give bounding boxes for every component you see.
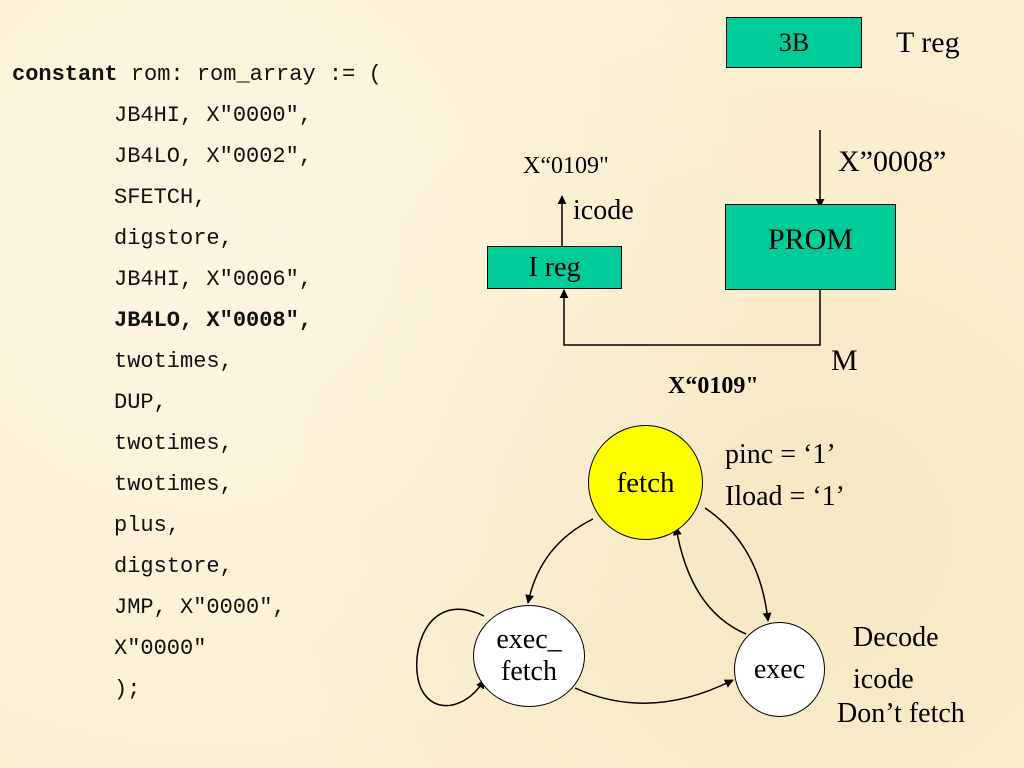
icode-label: icode [573,195,634,226]
treg-box: 3B [726,17,862,68]
transition-exec-fetch-self-loop [416,608,485,707]
icode-value-label: X“0109" [523,153,609,179]
exec-note-icode: icode [853,664,914,695]
code-line: X"0000" [114,636,207,661]
treg-value: 3B [778,27,810,57]
code-line: ); [114,677,141,702]
state-exec-label: exec [753,653,806,685]
ireg-box: I reg [487,246,622,289]
code-header: constant rom: rom_array := ( [12,64,382,86]
code-line: JB4HI, X"0000", [114,103,313,128]
keyword-constant: constant [12,62,118,87]
code-line: plus, [114,513,181,538]
code-line: SFETCH, [114,185,207,210]
state-exec-fetch: exec_ fetch [473,605,585,707]
code-line: JB4HI, X"0006", [114,267,313,292]
treg-label: T reg [896,26,960,59]
state-exec: exec [734,622,825,717]
prom-label: PROM [767,223,854,256]
transition-fetch-to-exec [704,507,772,622]
code-line: twotimes, [114,431,233,456]
code-line-highlighted: JB4LO, X"0008", [114,308,313,333]
exec-note-decode: Decode [853,622,939,653]
code-header-rest: rom: rom_array := ( [117,62,382,87]
transition-exec-to-fetch [672,526,747,635]
state-fetch-label: fetch [616,466,675,499]
m-value-label: X“0109" [668,373,759,399]
prom-address-label: X”0008” [838,145,947,178]
exec-note-dont-fetch: Don’t fetch [837,698,965,729]
state-exec-fetch-label-line2: fetch [501,656,557,687]
code-line: twotimes, [114,472,233,497]
code-line: JMP, X"0000", [114,595,286,620]
code-line: digstore, [114,554,233,579]
code-line: digstore, [114,226,233,251]
ireg-label: I reg [528,251,581,283]
fetch-signal-iload: Iload = ‘1’ [725,481,845,512]
transition-fetch-to-exec-fetch [525,518,594,604]
fetch-signal-pinc: pinc = ‘1’ [725,439,836,470]
code-line: twotimes, [114,349,233,374]
code-line: DUP, [114,390,167,415]
transition-exec-fetch-to-exec [574,679,734,704]
state-fetch: fetch [588,425,703,540]
code-line: JB4LO, X"0002", [114,144,313,169]
prom-to-ireg-wire [559,289,821,346]
state-exec-fetch-label-line1: exec_ [496,624,562,655]
m-label: M [831,344,858,377]
prom-box: PROM [725,204,896,290]
